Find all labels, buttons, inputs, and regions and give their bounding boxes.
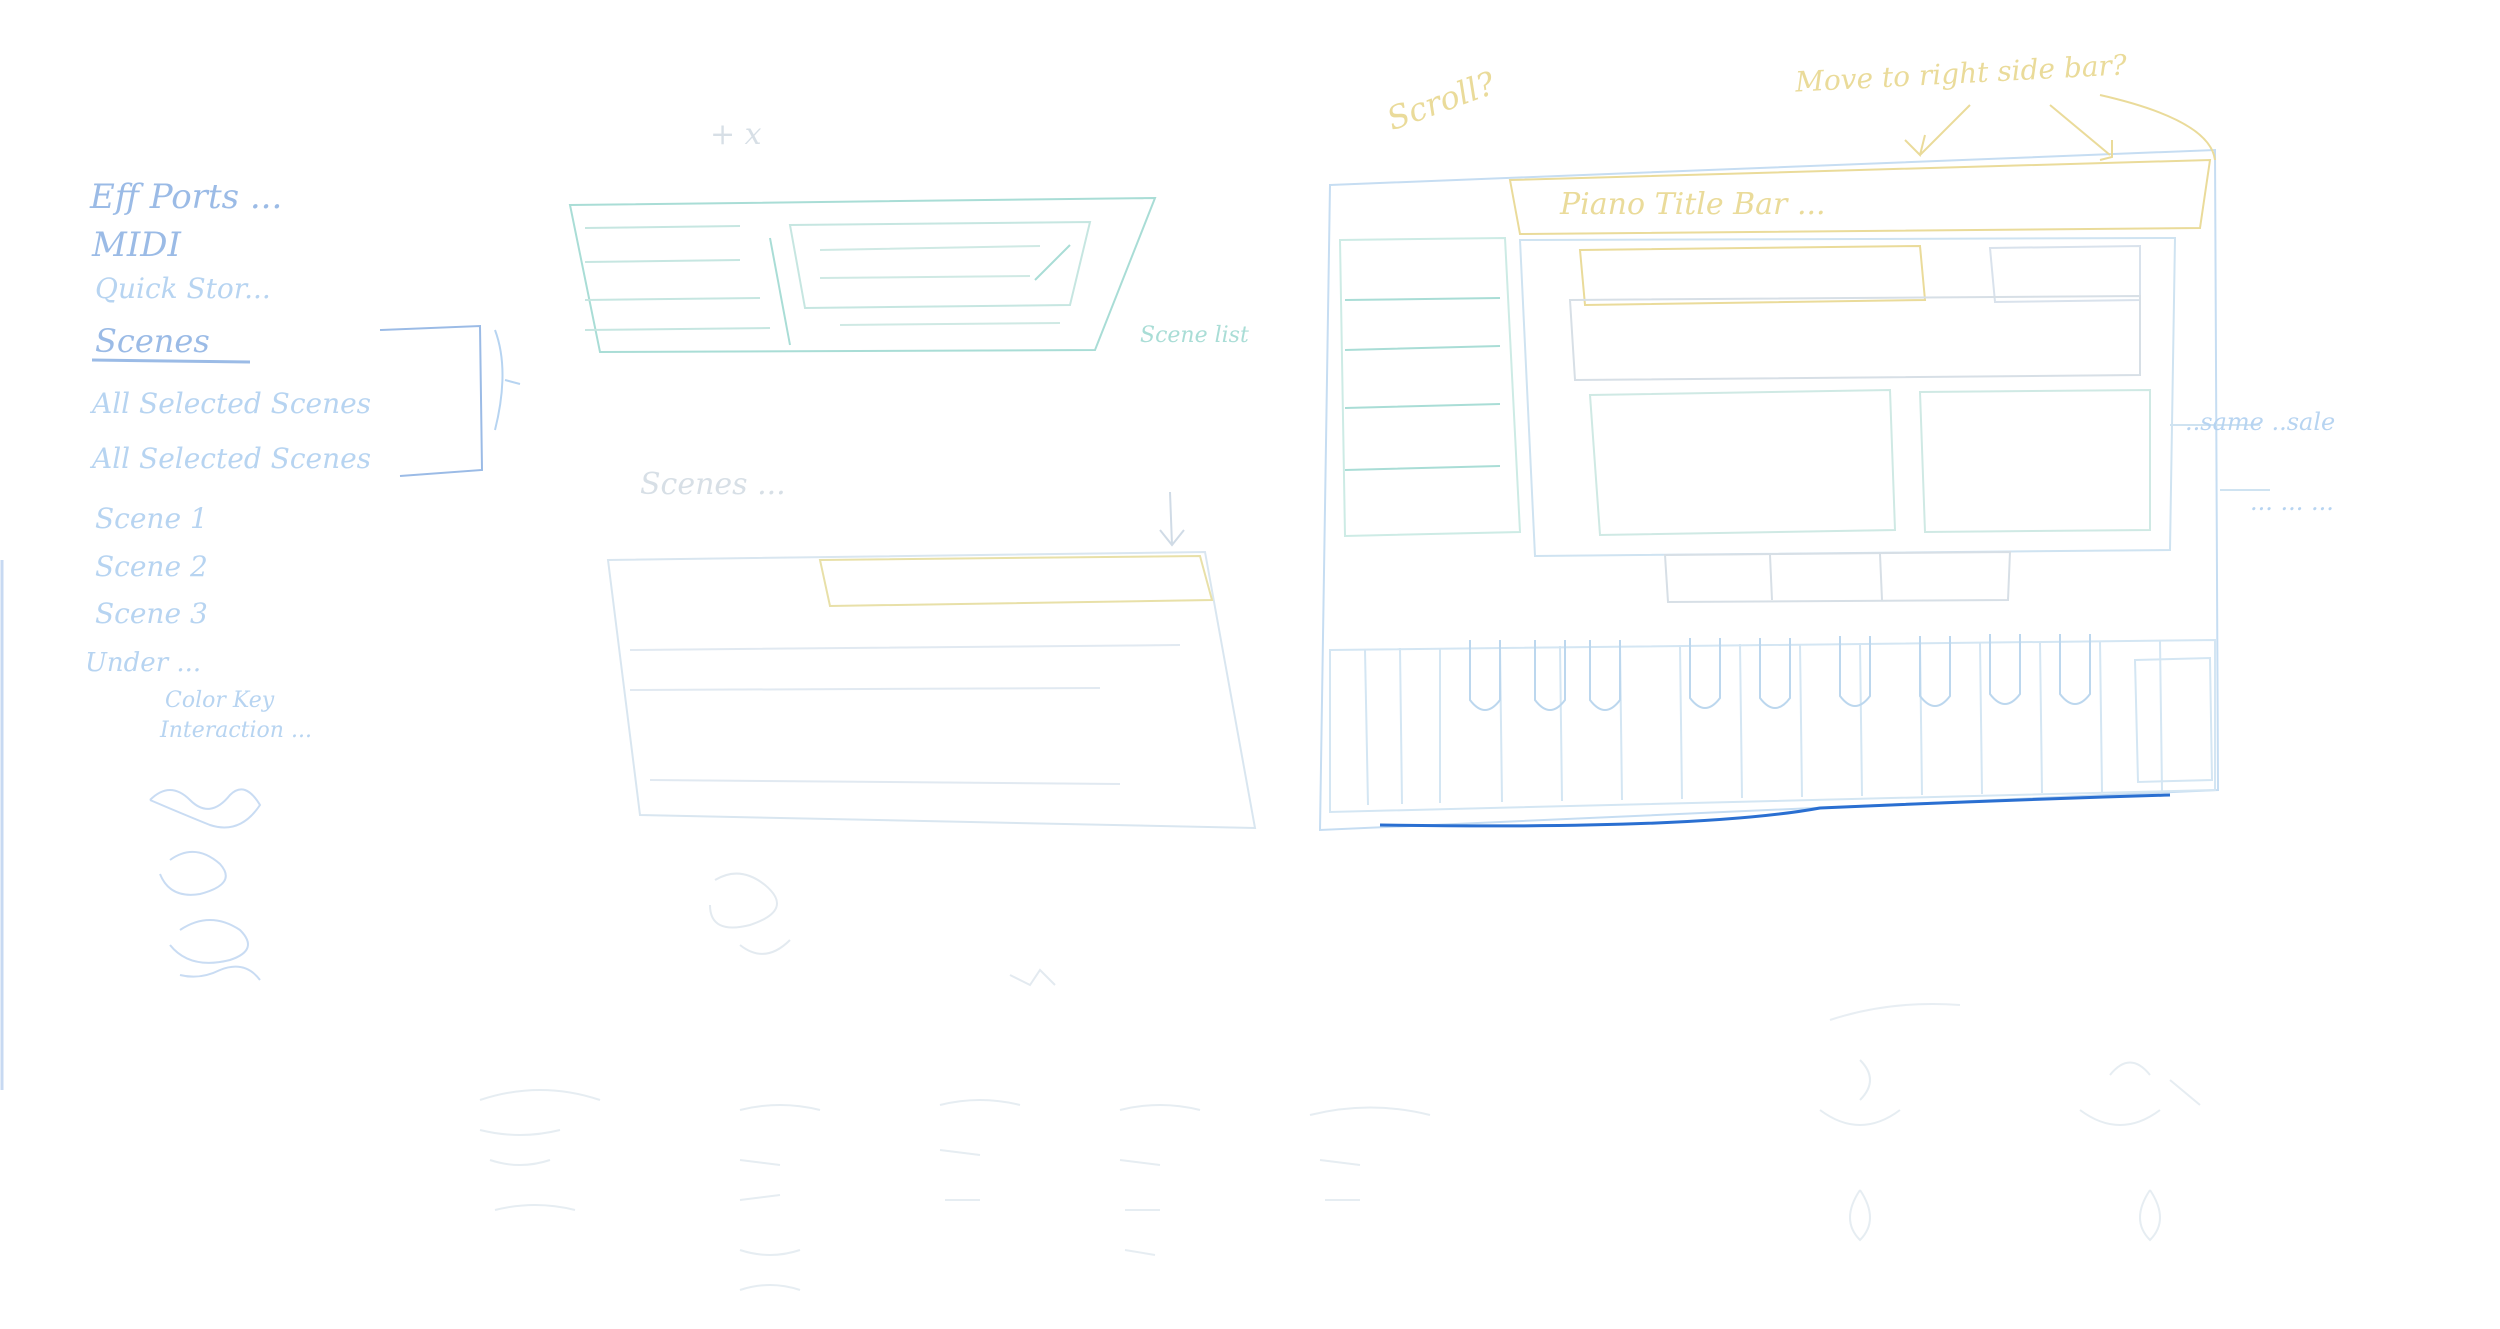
bottom-scribble-5 <box>1310 1108 1430 1201</box>
right-center-mid <box>1570 296 2140 380</box>
piano-keyboard <box>1330 640 2215 812</box>
scenes-underline <box>92 360 250 362</box>
right-center-lower-r <box>1920 390 2150 532</box>
bottom-figure-1 <box>1820 1060 1900 1240</box>
middle-lower-scrawl <box>1010 970 1055 985</box>
right-note-2: ... ... ... <box>2250 490 2334 514</box>
middle-lower-arrow <box>1160 492 1184 545</box>
middle-top-slash <box>1035 245 1070 280</box>
right-center-top <box>1580 246 1925 305</box>
middle-corner-mark: + x <box>710 120 762 150</box>
bottom-figure-2 <box>2080 1063 2200 1241</box>
middle-lower-header <box>820 556 1212 606</box>
list-item-all-selected-scenes-2: All Selected Scenes <box>92 445 371 473</box>
right-left-panel-rows <box>1345 298 1500 470</box>
bottom-scrawl-label <box>1830 1004 1960 1020</box>
right-bottom-buttons <box>1665 552 2010 602</box>
scribble-cluster-3 <box>170 920 248 963</box>
scribble-cluster-1 <box>150 789 260 827</box>
list-item-scene-1: Scene 1 <box>95 505 208 533</box>
right-outer-box <box>1320 150 2218 830</box>
list-item-under: Under ... <box>85 650 201 676</box>
right-left-panel <box>1340 238 1520 536</box>
middle-top-rows <box>585 226 770 330</box>
middle-top-inner <box>790 222 1090 308</box>
bracket-tick <box>495 330 503 430</box>
list-item-scene-3: Scene 3 <box>95 600 208 628</box>
list-item-eff-ports: Eff Ports ... <box>90 180 282 214</box>
right-center-panel <box>1520 238 2175 556</box>
right-note-1: ..same ..sale <box>2185 410 2335 434</box>
list-item-all-selected-scenes: All Selected Scenes <box>92 390 371 418</box>
scribble-cluster-4 <box>180 967 260 980</box>
list-item-midi: MIDI <box>92 228 181 262</box>
middle-scribble <box>710 874 790 954</box>
list-item-scene-2: Scene 2 <box>95 553 208 581</box>
middle-side-note: Scene list <box>1140 325 1249 347</box>
bottom-scribble-2 <box>740 1105 820 1290</box>
bottom-scribble-4 <box>1120 1105 1200 1255</box>
bracket-tick-2 <box>505 380 520 384</box>
right-center-top-2 <box>1990 246 2140 302</box>
middle-lower-rows <box>630 645 1180 784</box>
sub-item-color-key: Color Key <box>165 690 274 712</box>
piano-right-block <box>2135 658 2212 782</box>
middle-top-divider <box>770 238 790 345</box>
right-title-bar-label: Piano Title Bar ... <box>1560 190 1826 220</box>
middle-box-label: Scenes ... <box>640 470 786 500</box>
right-center-lower-l <box>1590 390 1895 535</box>
bottom-scribble-3 <box>940 1100 1020 1200</box>
scribble-cluster-2 <box>160 852 226 895</box>
sub-item-interaction: Interaction ... <box>160 720 312 742</box>
bottom-scribble-1 <box>480 1090 600 1210</box>
middle-top-rows-right <box>820 246 1060 325</box>
list-item-scenes: Scenes <box>95 325 210 357</box>
right-buttons-divide <box>1770 554 1882 600</box>
bracket-group <box>380 326 482 476</box>
arrow-down-1 <box>1905 105 1970 155</box>
piano-white-keys <box>1365 641 2162 805</box>
arrow-down-2 <box>2050 105 2112 160</box>
list-item-quick-store: Quick Stor... <box>95 275 271 303</box>
